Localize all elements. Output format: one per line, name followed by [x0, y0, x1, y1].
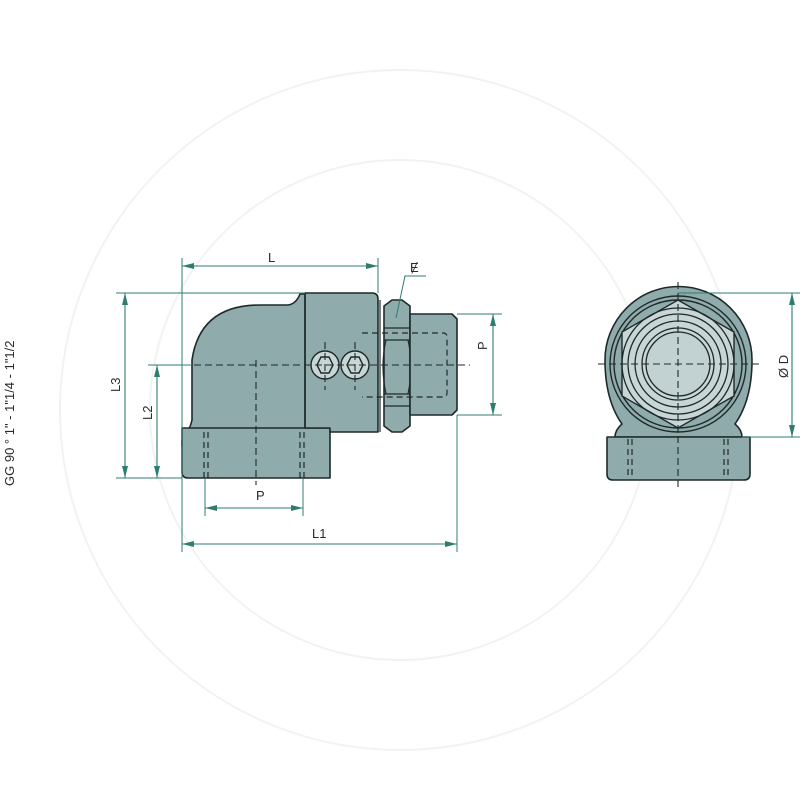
dim-label-D: Ø D — [776, 355, 791, 378]
dim-label-L2: L2 — [140, 406, 155, 420]
hex-nut — [383, 299, 411, 433]
threaded-nipple — [409, 313, 458, 416]
product-title: GG 90 ° 1" - 1"1/4 - 1"1/2 — [2, 340, 17, 486]
dim-label-P-bottom: P — [256, 488, 265, 503]
side-view-dimensions: L L3 L2 P L1 P Ɇ — [108, 250, 502, 552]
front-view-dimensions: Ø D — [678, 292, 800, 438]
front-view — [598, 282, 762, 490]
dim-label-P-right: P — [475, 341, 490, 350]
dim-label-L3: L3 — [108, 378, 123, 392]
dim-label-L1: L1 — [312, 526, 326, 541]
elbow-body — [181, 293, 307, 447]
wrench-size-symbol: Ɇ — [410, 260, 419, 275]
side-view — [150, 292, 470, 485]
dim-label-L: L — [268, 250, 275, 265]
